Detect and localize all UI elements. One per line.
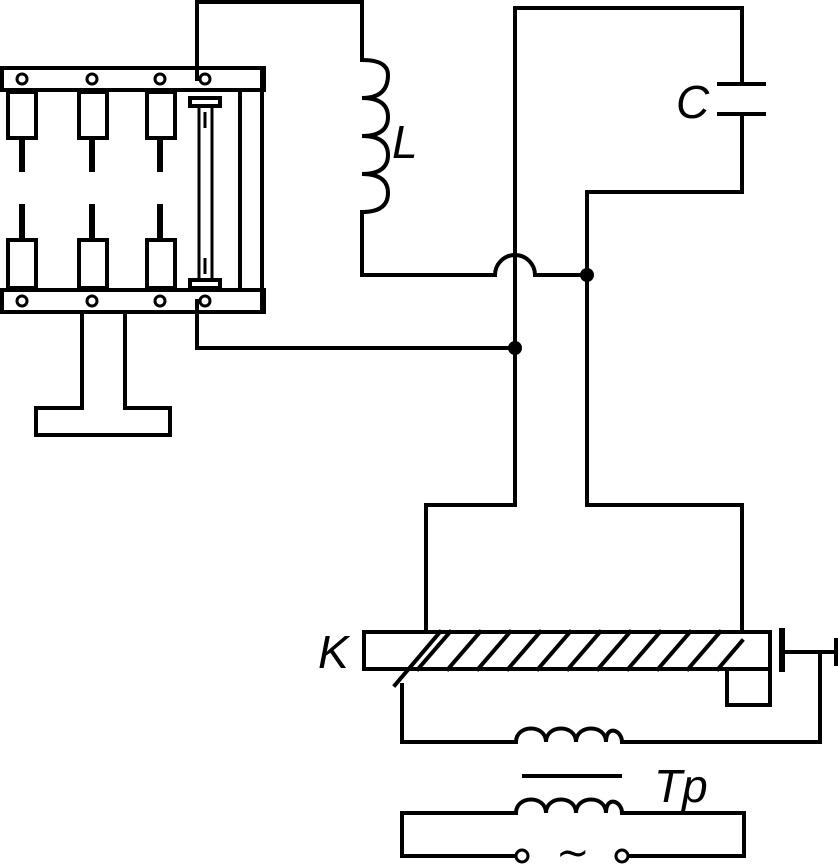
ac-terminal-left <box>514 848 530 864</box>
secondary-right-wire <box>620 650 822 744</box>
inductor-coil <box>359 57 391 215</box>
core-winding <box>392 629 745 688</box>
capacitor-label: C <box>676 76 710 128</box>
secondary-left-wire <box>400 683 518 744</box>
capacitor <box>717 82 766 116</box>
contact-frame <box>0 66 266 314</box>
ac-terminal-right <box>614 848 630 864</box>
bottom-bar <box>0 288 266 314</box>
stand <box>34 310 172 437</box>
ac-source-symbol: ~ <box>556 830 590 867</box>
junction-dot <box>580 268 594 282</box>
top-bar <box>0 66 266 92</box>
wiring <box>195 0 744 634</box>
inductor-label: L <box>392 116 418 168</box>
core <box>362 628 838 707</box>
junction-dot <box>508 341 522 355</box>
transformer <box>513 726 625 816</box>
transformer-label: Tp <box>654 760 708 812</box>
ac-supply-loop <box>400 811 746 864</box>
core-label: K <box>318 626 351 678</box>
